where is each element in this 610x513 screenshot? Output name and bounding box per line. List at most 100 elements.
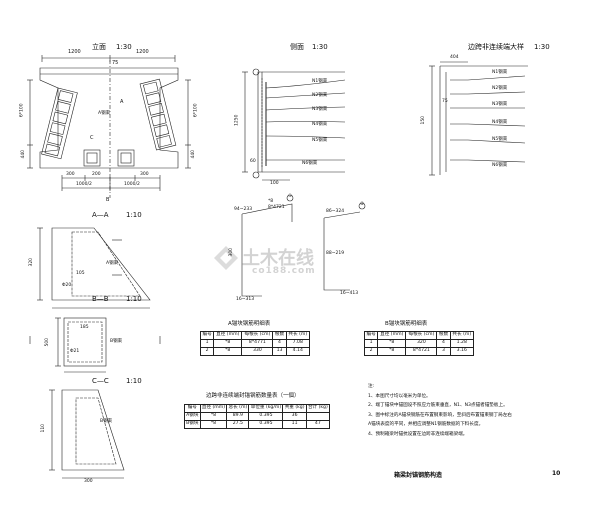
front-dim-right-v2: 440 bbox=[191, 149, 197, 159]
section-aa-scale: 1:10 bbox=[126, 211, 142, 219]
table-b-header: 编号 bbox=[363, 331, 379, 340]
table-b: 编号 直径 (mm) 每根长 (cm) 根数 共长 (m) 1 *8 320 4… bbox=[363, 331, 475, 356]
section-aa bbox=[37, 227, 151, 309]
front-dim-bottom-d: 1000/2 bbox=[76, 182, 92, 187]
section-cc-scale: 1:10 bbox=[126, 377, 142, 385]
front-dim-top-mid: 75 bbox=[112, 60, 119, 66]
table-b-header: 根数 bbox=[436, 331, 451, 340]
bar2-dim3: 16~413 bbox=[340, 291, 359, 296]
detail-rebar-n4: N4钢束 bbox=[492, 120, 508, 125]
note-item: 2、端丁锚块中锚固设不照应力筋束垂直，N1、N3点锚者锚垫板上。 bbox=[368, 403, 508, 408]
table-cell: 7.08 bbox=[285, 339, 311, 348]
aa-dim2: 105 bbox=[76, 271, 85, 276]
table-cell: *8 bbox=[213, 347, 243, 356]
front-label-c: C bbox=[90, 135, 94, 141]
table-b-header: 每根长 (cm) bbox=[405, 331, 438, 340]
bb-phi: Φ21 bbox=[70, 349, 80, 354]
note-item: 3、图中标注的A锚块钢筋在布置钢束影响，至斜后布置锚束钢丁局左右 bbox=[368, 412, 512, 418]
detail-view bbox=[429, 61, 528, 176]
table-cell: *8 bbox=[199, 412, 228, 421]
table-row: 2 *8 330 13 4.14 bbox=[199, 347, 311, 356]
table-c-header: 总长 (m) bbox=[226, 404, 250, 413]
bar1-dim1: 94~233 bbox=[234, 207, 253, 212]
notes-block: 注: 1、本图尺寸均以毫米为单位。 2、端丁锚块中锚固设不照应力筋束垂直，N1、… bbox=[368, 382, 568, 439]
table-cell: 11 bbox=[282, 420, 307, 429]
detail-view-scale: 1:30 bbox=[534, 43, 550, 51]
front-dim-top-left: 1200 bbox=[68, 49, 81, 55]
table-cell: 3.16 bbox=[449, 347, 475, 356]
bar1-dim4: 16~313 bbox=[236, 297, 255, 302]
table-a-header: 直径 (mm) bbox=[213, 331, 243, 340]
bar1-mark: ① bbox=[288, 194, 293, 199]
table-row: A钢块 *8 89.9 0.395 36 bbox=[184, 412, 331, 421]
side-dim-bottom: 100 bbox=[270, 181, 279, 186]
front-view-scale: 1:30 bbox=[116, 43, 132, 51]
bb-dim2: 500 bbox=[45, 337, 51, 347]
detail-rebar-n3: N3钢束 bbox=[492, 102, 508, 107]
table-row: B钢块 *8 27.5 0.395 11 47 bbox=[184, 420, 331, 429]
table-cell: 1 bbox=[199, 339, 215, 348]
table-cell: 0.395 bbox=[248, 420, 284, 429]
side-rebar-n2: N2钢束 bbox=[312, 93, 328, 98]
table-cell: 8*4721 bbox=[405, 347, 438, 356]
front-steel-label: A钢束 bbox=[98, 111, 111, 116]
table-c-header: 编号 bbox=[184, 404, 201, 413]
table-a: 编号 直径 (mm) 每根长 (cm) 根数 共长 (m) 1 *8 8*477… bbox=[199, 331, 311, 356]
bb-steel-label: B钢束 bbox=[110, 339, 123, 344]
front-dim-bottom-c: 300 bbox=[140, 172, 149, 177]
watermark-en: co188.com bbox=[252, 266, 316, 276]
detail-dim-left2: 150 bbox=[421, 115, 427, 125]
table-b-title: B锚块钢筋明细表 bbox=[385, 321, 428, 327]
aa-phi: Φ20 bbox=[62, 283, 72, 288]
front-view bbox=[27, 55, 191, 198]
table-cell: 89.9 bbox=[226, 412, 250, 421]
bar2-dim1: 86~324 bbox=[326, 209, 345, 214]
table-cell: 330 bbox=[241, 347, 274, 356]
table-cell: 8*4771 bbox=[241, 339, 274, 348]
table-c-header: 直径 (mm) bbox=[199, 404, 228, 413]
note-item: 1、本图尺寸均以毫米为单位。 bbox=[368, 393, 431, 399]
bar2-dim2: 88~219 bbox=[326, 251, 345, 256]
detail-rebar-n5: N5钢束 bbox=[492, 137, 508, 142]
side-dim-h1: 1250 bbox=[234, 114, 240, 126]
table-cell: *8 bbox=[377, 347, 407, 356]
table-cell bbox=[305, 412, 331, 421]
front-label-a: A bbox=[120, 99, 124, 105]
notes-heading: 注: bbox=[368, 384, 375, 389]
side-dim-h2: 60 bbox=[250, 159, 256, 164]
table-b-header: 共长 (m) bbox=[449, 331, 475, 340]
table-c-header: 共重 (kg) bbox=[282, 404, 307, 413]
front-dim-bottom-b: 200 bbox=[92, 172, 101, 177]
side-rebar-n3: N3钢束 bbox=[312, 107, 328, 112]
front-label-b: B bbox=[106, 197, 110, 203]
table-cell: A钢块 bbox=[184, 412, 201, 421]
front-dim-bottom-e: 1000/2 bbox=[124, 182, 140, 187]
table-cell: 47 bbox=[305, 420, 331, 429]
side-view bbox=[242, 68, 346, 181]
table-c-header: 合计 (kg) bbox=[305, 404, 331, 413]
table-cell: 2 bbox=[199, 347, 215, 356]
section-bb-scale: 1:10 bbox=[126, 295, 142, 303]
table-c-header: 单位重 (kg/m) bbox=[248, 404, 284, 413]
table-cell: 2 bbox=[363, 347, 379, 356]
watermark-cn: 土木在线 bbox=[242, 248, 314, 269]
front-dim-right-v1: 6*100 bbox=[193, 103, 199, 118]
front-dim-bottom-a: 300 bbox=[66, 172, 75, 177]
note-item: A锚块表度的平同，并相应调整N1钢筋数据的下料长度。 bbox=[368, 422, 484, 427]
table-cell: 0.395 bbox=[248, 412, 284, 421]
table-cell: 320 bbox=[405, 339, 438, 348]
table-cell: *8 bbox=[377, 339, 407, 348]
side-view-title: 侧面 bbox=[290, 43, 304, 51]
table-a-header: 编号 bbox=[199, 331, 215, 340]
table-cell: 1.28 bbox=[449, 339, 475, 348]
page-number: 10 bbox=[552, 470, 561, 477]
cc-steel-label: B钢束 bbox=[100, 419, 113, 424]
side-rebar-n1: N1钢束 bbox=[312, 79, 328, 84]
table-a-title: A锚块钢筋明细表 bbox=[228, 321, 271, 327]
table-b-header: 直径 (mm) bbox=[377, 331, 407, 340]
section-aa-title: A—A bbox=[92, 211, 109, 219]
detail-rebar-n6: N6钢束 bbox=[492, 163, 508, 168]
table-cell: 4 bbox=[436, 339, 451, 348]
front-dim-left-v2: 440 bbox=[21, 149, 27, 159]
